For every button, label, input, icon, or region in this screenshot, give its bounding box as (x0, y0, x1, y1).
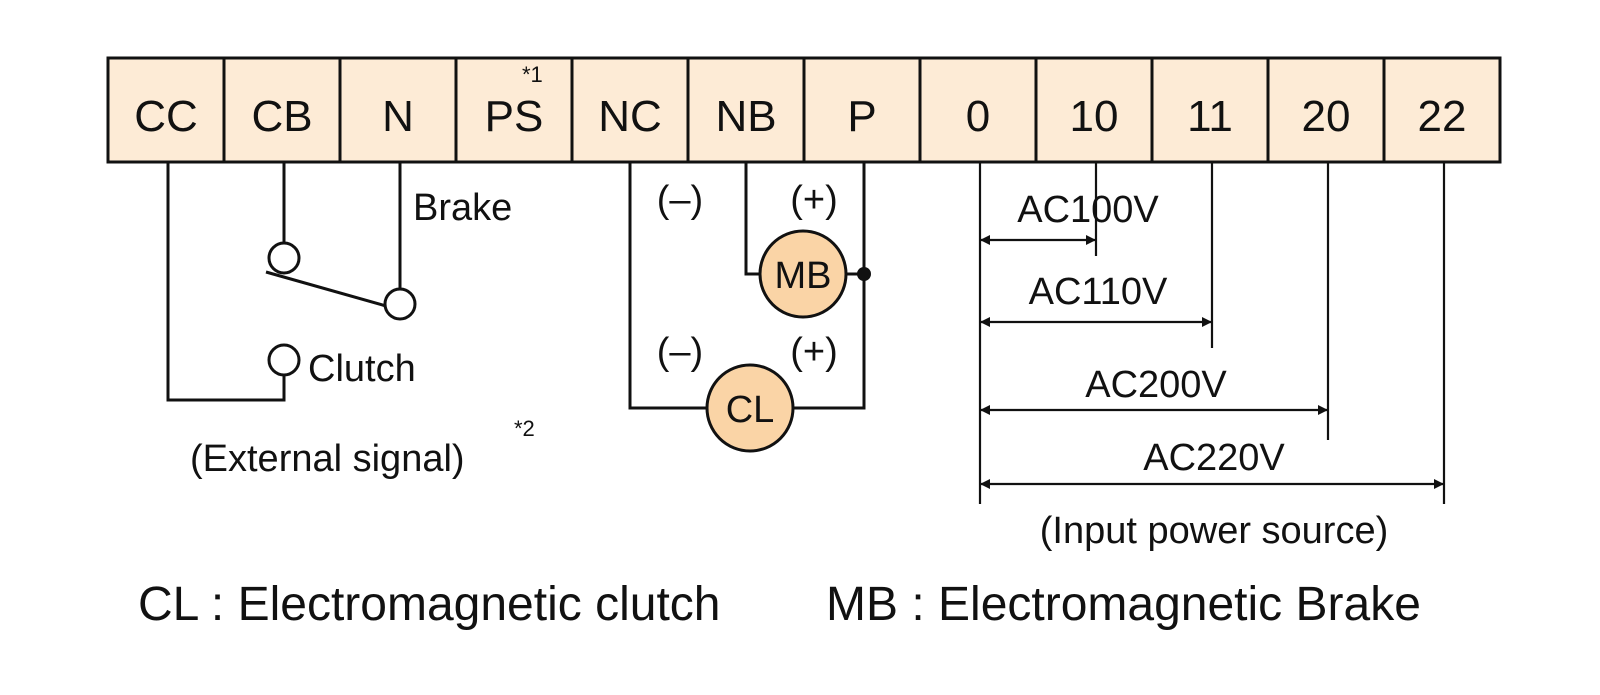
external-signal-note-marker: *2 (514, 416, 535, 441)
terminal-label-cb: CB (251, 92, 312, 141)
input-power-source-label: (Input power source) (1040, 510, 1389, 552)
switch-contact-common (267, 241, 301, 275)
junction-dot (857, 267, 871, 281)
signal-switch-circuit: Brake Clutch (External signal) *2 (166, 162, 535, 480)
legend-cl: CL : Electromagnetic clutch (138, 578, 720, 631)
switch-contact-clutch (267, 343, 301, 377)
terminal-label-nc: NC (598, 92, 662, 141)
external-signal-label: (External signal) (190, 438, 465, 480)
mb-coil (758, 229, 848, 319)
terminal-label-p: P (847, 92, 876, 141)
terminal-label-0: 0 (966, 92, 990, 141)
switch-contact-brake (383, 287, 417, 321)
terminal-label-22: 22 (1418, 92, 1467, 141)
terminal-label-10: 10 (1070, 92, 1119, 141)
legend-mb: MB : Electromagnetic Brake (826, 578, 1421, 631)
terminal-block: CC CB N PS *1 NC NB P 0 10 11 20 22 (106, 56, 1502, 164)
terminal-label-11: 11 (1187, 92, 1233, 141)
power-source-section: AC100V AC110V AC200V AC220V (Input power… (978, 162, 1446, 552)
coil-circuit: MB CL (–) (+) (–) (+) (628, 162, 871, 453)
cl-coil-label: CL (726, 389, 775, 431)
cl-minus-label: (–) (657, 331, 703, 373)
terminal-label-20: 20 (1302, 92, 1351, 141)
terminal-label-nb: NB (715, 92, 776, 141)
voltage-label-ac100v: AC100V (1017, 189, 1159, 231)
wire-nb-to-mb (744, 162, 760, 276)
wire-cc-to-clutch (166, 162, 286, 402)
legend: CL : Electromagnetic clutch MB : Electro… (138, 578, 1421, 631)
switch-lever (265, 270, 387, 308)
terminal-label-n: N (382, 92, 414, 141)
cl-plus-label: (+) (790, 331, 838, 373)
clutch-label: Clutch (308, 348, 416, 390)
brake-label: Brake (413, 187, 512, 229)
terminal-label-cc: CC (134, 92, 198, 141)
mb-coil-label: MB (775, 255, 832, 297)
wire-p-common (794, 162, 866, 410)
voltage-label-ac200v: AC200V (1085, 364, 1227, 406)
ps-note-marker: *1 (522, 62, 543, 87)
wire-nc-to-cl (628, 162, 706, 410)
cl-coil (705, 363, 795, 453)
voltage-label-ac110v: AC110V (1029, 271, 1168, 313)
voltage-label-ac220v: AC220V (1143, 437, 1285, 479)
terminal-label-ps: PS (485, 92, 544, 141)
mb-plus-label: (+) (790, 179, 838, 221)
mb-minus-label: (–) (657, 179, 703, 221)
